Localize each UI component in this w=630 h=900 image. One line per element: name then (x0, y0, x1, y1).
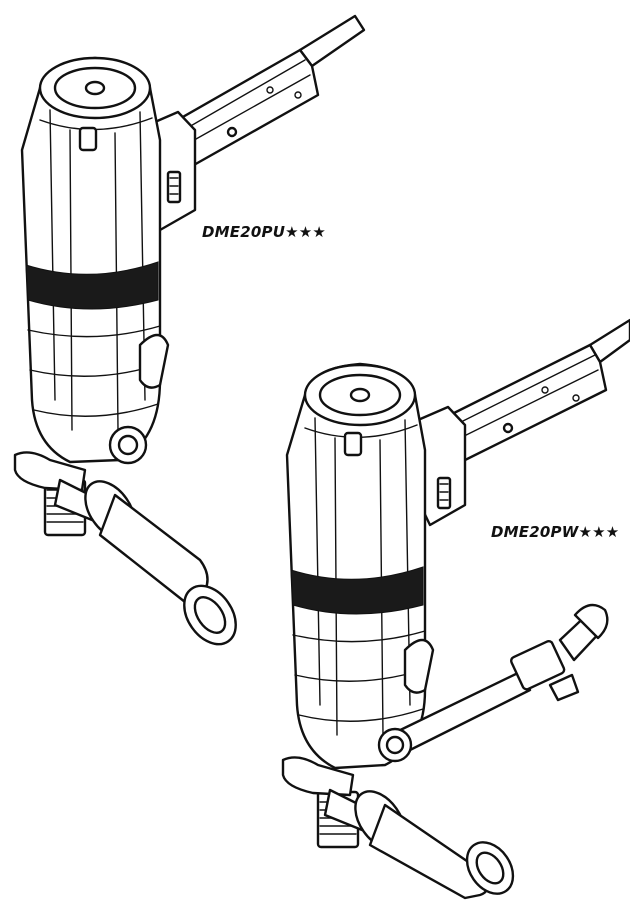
side-lever (403, 638, 435, 694)
model-label-dme20pw: DME20PW★★★ (491, 523, 620, 541)
model-label-dme20pu: DME20PU★★★ (202, 223, 327, 241)
drill-motor-dme20pu (13, 14, 366, 646)
side-lever (138, 333, 170, 389)
water-fitting (108, 425, 148, 465)
water-hose-assembly (377, 603, 609, 763)
side-handle (53, 478, 237, 646)
motor-body (20, 56, 162, 464)
drill-motor-dme20pw (281, 318, 630, 900)
cable-handle-arm (158, 14, 366, 172)
side-handle (323, 788, 515, 900)
motor-body (285, 362, 427, 770)
